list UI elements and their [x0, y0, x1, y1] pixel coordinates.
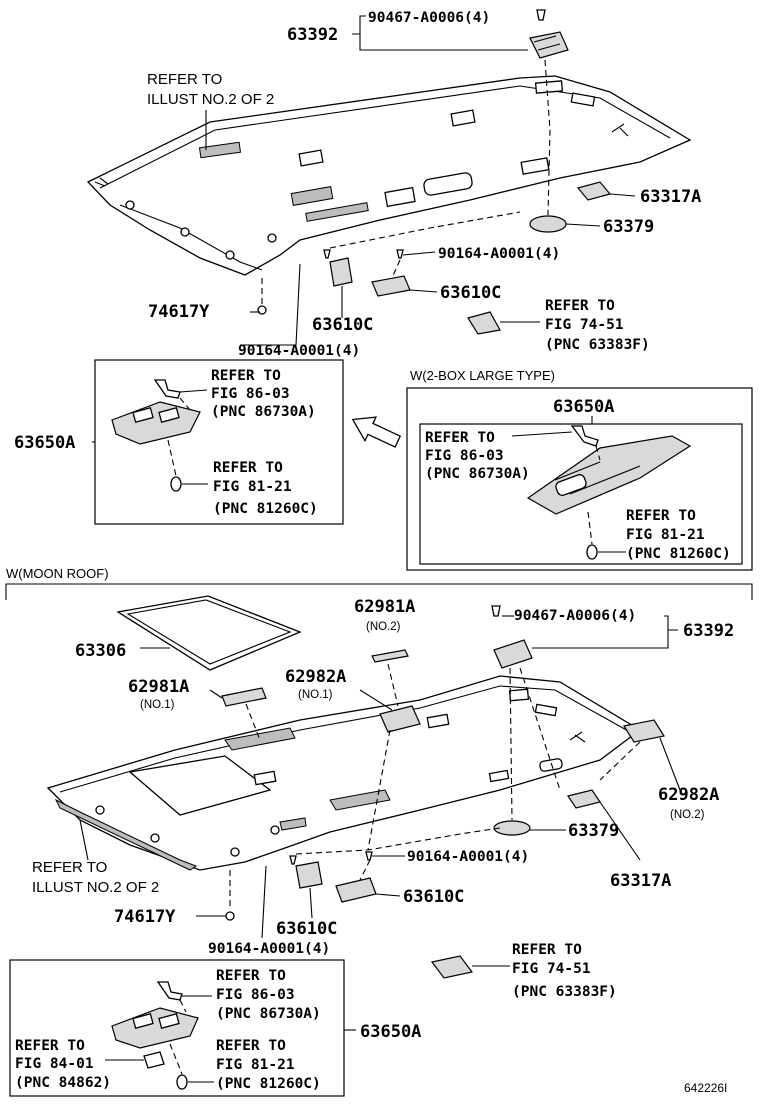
dome-lamp-63650a-left — [111, 401, 201, 445]
box1-ref1-line3: (PNC 86730A) — [211, 404, 316, 420]
label-90164-upper-bot: 90164-A0001(4) — [407, 849, 529, 865]
label-63650a-bot: 63650A — [360, 1022, 421, 1042]
box1-ref2-line1: REFER TO — [213, 460, 283, 476]
label-63317a-top: 63317A — [640, 187, 701, 207]
label-63379-bot: 63379 — [568, 821, 619, 841]
refer-7451-bot-line1: REFER TO — [512, 942, 582, 958]
clip-63317a-top — [576, 181, 612, 201]
label-62982a-no2-sub: (NO.2) — [670, 809, 705, 821]
label-63306: 63306 — [75, 641, 126, 661]
w-2box-title: W(2-BOX LARGE TYPE) — [410, 368, 555, 383]
trim-62981a-no1 — [221, 687, 267, 707]
label-74617y-bot: 74617Y — [114, 907, 176, 927]
label-62982a-no2: 62982A — [658, 785, 719, 805]
box-2box-large-type: W(2-BOX LARGE TYPE) 63650A REFER TO FIG … — [406, 368, 753, 571]
label-63392-bot: 63392 — [683, 621, 734, 641]
box-dome-lamp-bottom: REFER TO FIG 86-03 (PNC 86730A) REFER TO… — [9, 959, 356, 1097]
label-62982a-no1-sub: (NO.1) — [298, 689, 333, 701]
label-63650a-2box: 63650A — [553, 397, 614, 417]
label-90467-top: 90467-A0006(4) — [368, 10, 490, 26]
lamp-63610c-right-bot — [335, 877, 377, 903]
refer-7451-top-line1: REFER TO — [545, 298, 615, 314]
clip-63392-bot — [493, 639, 533, 669]
figure-id: 642226I — [684, 1081, 727, 1095]
box2-ref1-line2: FIG 86-03 — [425, 448, 504, 464]
label-63610c-left-top: 63610C — [312, 315, 373, 335]
moon-roof-section: W(MOON ROOF) — [5, 566, 753, 1000]
refer-illust-top-line1: REFER TO — [147, 71, 222, 88]
refer-illust-bot-line2: ILLUST NO.2 OF 2 — [32, 879, 159, 896]
refer-7451-bot-line2: FIG 74-51 — [512, 961, 591, 977]
refer-7451-bot-line3: (PNC 63383F) — [512, 984, 617, 1000]
label-62981a-no2: 62981A — [354, 597, 415, 617]
box2-ref2-line1: REFER TO — [626, 508, 696, 524]
trim-62981a-no2 — [371, 649, 409, 663]
label-90467-bot: 90467-A0006(4) — [514, 608, 636, 624]
lamp-63610c-left-bot — [295, 861, 323, 889]
label-90164-lower-top: 90164-A0001(4) — [238, 343, 360, 359]
trim-62982a-no1 — [379, 705, 421, 733]
roof-headliner-top — [86, 75, 692, 276]
box-dome-lamp-left: REFER TO FIG 86-03 (PNC 86730A) REFER TO… — [92, 359, 344, 525]
box2-ref1-line1: REFER TO — [425, 430, 495, 446]
label-62982a-no1: 62982A — [285, 667, 346, 687]
clip-74617y-bot — [225, 911, 235, 921]
dome-lamp-63650a-2box — [526, 435, 692, 515]
box3-ref2-line3: (PNC 84862) — [15, 1075, 111, 1091]
label-62981a-no1: 62981A — [128, 677, 189, 697]
wire-harness-7451-top — [467, 311, 501, 335]
sunshade-63306 — [116, 595, 302, 671]
label-63610c-right-bot: 63610C — [403, 887, 464, 907]
box3-ref3-line2: FIG 81-21 — [216, 1057, 295, 1073]
box1-ref1-line2: FIG 86-03 — [211, 386, 290, 402]
box1-ref2-line3: (PNC 81260C) — [213, 501, 318, 517]
box3-ref1-line3: (PNC 86730A) — [216, 1006, 321, 1022]
lamp-63610c-right-top — [371, 275, 411, 297]
label-74617y-top: 74617Y — [148, 302, 210, 322]
box1-ref1-line1: REFER TO — [211, 368, 281, 384]
box2-ref2-line3: (PNC 81260C) — [626, 546, 731, 562]
trim-62982a-no2 — [623, 719, 665, 743]
label-63610c-left-bot: 63610C — [276, 919, 337, 939]
dome-lamp-63650a-bot — [111, 1007, 199, 1049]
box3-ref1-line1: REFER TO — [216, 968, 286, 984]
label-90164-upper-top: 90164-A0001(4) — [438, 246, 560, 262]
label-63650a-left: 63650A — [14, 433, 75, 453]
lamp-63610c-left-top — [329, 257, 353, 287]
refer-illust-bot-line1: REFER TO — [32, 859, 107, 876]
clip-63379-bot — [493, 820, 531, 836]
box3-ref2-line2: FIG 84-01 — [15, 1056, 94, 1072]
refer-illust-top-line2: ILLUST NO.2 OF 2 — [147, 91, 274, 108]
label-63392-top: 63392 — [287, 25, 338, 45]
box3-ref3-line1: REFER TO — [216, 1038, 286, 1054]
box3-ref1-line2: FIG 86-03 — [216, 987, 295, 1003]
refer-7451-top-line3: (PNC 63383F) — [545, 337, 650, 353]
label-63317a-bot: 63317A — [610, 871, 671, 891]
clip-74617y-top — [257, 305, 267, 315]
label-90164-lower-bot: 90164-A0001(4) — [208, 941, 330, 957]
clip-63317a-bot — [567, 789, 601, 809]
label-63610c-right-top: 63610C — [440, 283, 501, 303]
label-62981a-no2-sub: (NO.2) — [366, 621, 401, 633]
refer-7451-top-line2: FIG 74-51 — [545, 317, 624, 333]
label-63379-top: 63379 — [603, 217, 654, 237]
box1-ref2-line2: FIG 81-21 — [213, 479, 292, 495]
box3-ref2-line1: REFER TO — [15, 1038, 85, 1054]
w-moon-title: W(MOON ROOF) — [6, 566, 109, 581]
clip-63379-top — [529, 215, 567, 233]
box2-ref2-line2: FIG 81-21 — [626, 527, 705, 543]
box2-ref1-line3: (PNC 86730A) — [425, 466, 530, 482]
clip-63392-top — [529, 31, 569, 59]
wire-harness-7451-bot — [430, 955, 474, 979]
top-section: 63392 90467-A0006(4) REFER TO ILLUST NO.… — [86, 9, 701, 359]
box3-ref3-line3: (PNC 81260C) — [216, 1076, 321, 1092]
label-62981a-no1-sub: (NO.1) — [140, 699, 175, 711]
arrow-left — [351, 416, 402, 448]
